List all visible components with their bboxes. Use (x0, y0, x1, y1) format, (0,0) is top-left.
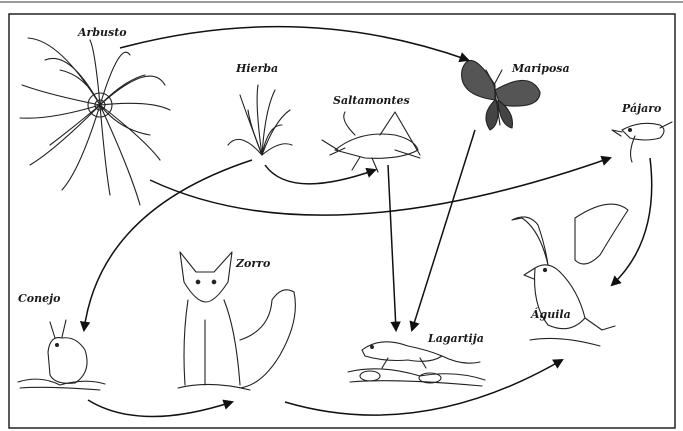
label-hierba: Hierba (235, 62, 278, 75)
label-conejo: Conejo (18, 292, 60, 305)
label-aguila: Águila (530, 307, 571, 321)
food-links (84, 27, 652, 417)
lizard-illustration (348, 342, 485, 386)
link-hierba-conejo (84, 160, 252, 330)
label-arbusto: Arbusto (77, 26, 127, 39)
shrub-illustration (20, 38, 170, 205)
label-saltamontes: Saltamontes (333, 94, 410, 107)
bird-illustration (612, 122, 672, 162)
link-zorro-aguila (285, 360, 562, 415)
link-pajaro-aguila (612, 158, 652, 285)
link-saltamontes-lagartija (388, 165, 396, 330)
link-hierba-saltamontes (265, 165, 375, 184)
label-lagartija: Lagartija (427, 332, 484, 345)
label-pajaro: Pájaro (621, 102, 661, 115)
grass-illustration (228, 85, 292, 155)
fox-illustration (178, 252, 295, 390)
label-zorro: Zorro (235, 257, 270, 270)
eagle-illustration (512, 204, 628, 346)
link-conejo-zorro (88, 400, 232, 417)
rabbit-illustration (18, 320, 105, 390)
label-mariposa: Mariposa (511, 62, 570, 75)
link-mariposa-lagartija (412, 130, 475, 330)
grasshopper-illustration (322, 112, 420, 172)
link-arbusto-pajaro (150, 158, 610, 215)
link-arbusto-mariposa (120, 27, 468, 60)
